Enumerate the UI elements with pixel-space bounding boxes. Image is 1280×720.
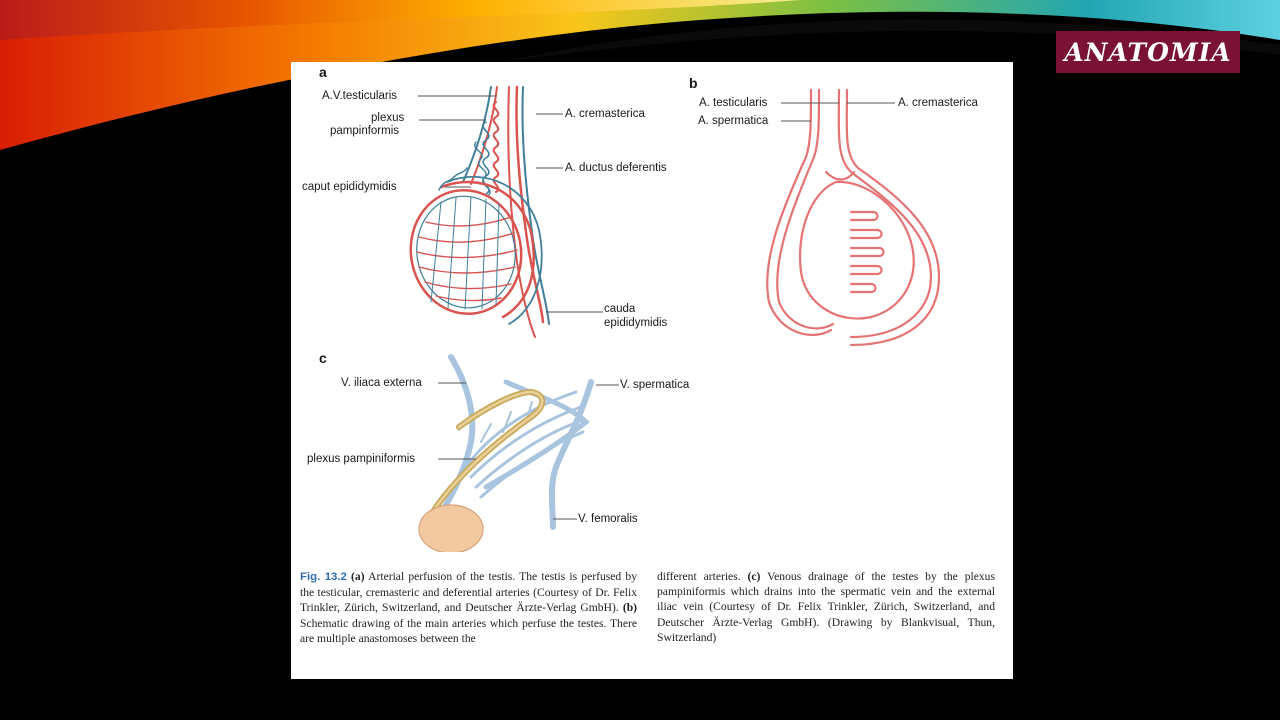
label-v-spermatica: V. spermatica (620, 379, 690, 391)
label-plexus-pampiniformis: plexus pampiniformis (307, 453, 416, 465)
panel-a-leaders (418, 95, 603, 313)
panel-b-letter: b (689, 75, 698, 91)
decorative-swoosh-banner (0, 0, 1280, 155)
panel-c-drawing (418, 354, 594, 552)
label-v-femoralis: V. femoralis (578, 513, 638, 525)
badge-text: ANATOMIA (1064, 37, 1232, 67)
caption-text-b: Schematic drawing of the main arteries w… (300, 616, 637, 645)
label-b-a-spermatica: A. spermatica (698, 115, 769, 127)
anatomy-illustrations (409, 85, 941, 552)
label-a-cremasterica: A. cremasterica (565, 108, 645, 120)
caption-text-a: Arterial perfusion of the testis. The te… (300, 570, 637, 615)
panel-b-drawing (766, 88, 941, 347)
label-cauda-line1: cauda (604, 303, 636, 315)
caption-text-c-pre: different arteries. (657, 570, 748, 583)
marker-a: (a) (351, 570, 365, 583)
label-cauda-line2: epididymidis (604, 317, 668, 329)
label-v-iliaca-externa: V. iliaca externa (341, 377, 422, 389)
label-plexus-line1: plexus (371, 112, 405, 124)
label-b-a-testicularis: A. testicularis (699, 97, 768, 109)
label-plexus-line2: pampinformis (330, 125, 400, 137)
caption-right-column: different arteries. (c) Venous drainage … (657, 569, 995, 645)
anatomy-figure: a b c A.V.testicularis plexus pampinform… (291, 62, 1013, 679)
label-caput-epididymidis: caput epididymidis (302, 181, 397, 193)
section-badge: ANATOMIA (1056, 31, 1240, 73)
marker-b: (b) (622, 601, 637, 615)
caption-left-column: Fig. 13.2 (a) Arterial perfusion of the … (300, 569, 637, 646)
marker-c: (c) (747, 570, 761, 583)
panel-c-letter: c (319, 350, 327, 366)
label-a-ductus-deferentis: A. ductus deferentis (565, 162, 667, 174)
caption-text-c: Venous drainage of the testes by the ple… (657, 570, 995, 644)
panel-a-drawing (409, 85, 550, 338)
label-av-testicularis: A.V.testicularis (322, 90, 397, 102)
panel-b-leaders (781, 102, 895, 122)
figure-number: Fig. 13.2 (300, 571, 347, 583)
panel-c-leaders (438, 382, 619, 520)
panel-a-letter: a (319, 64, 327, 80)
label-b-a-cremasterica: A. cremasterica (898, 97, 978, 109)
